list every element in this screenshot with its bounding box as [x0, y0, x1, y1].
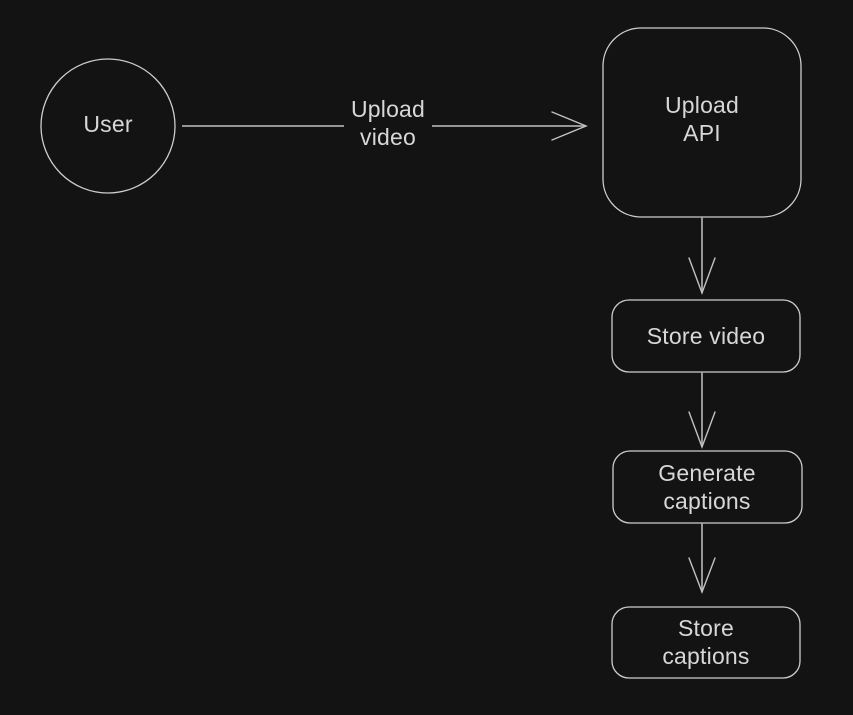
generate-captions-node-label: Generate captions	[658, 460, 756, 514]
store-captions-node-shape	[611, 606, 801, 679]
arrowhead-down-icon-2	[688, 411, 716, 450]
edge-label-upload-video: Upload video	[350, 96, 426, 150]
generate-captions-node-shape	[612, 450, 803, 524]
user-node-shape	[40, 58, 176, 194]
arrowhead-down-icon-3	[688, 557, 716, 594]
user-node-label: User	[83, 111, 133, 137]
store-captions-node-label: Store captions	[662, 615, 750, 669]
upload-api-node-label: Upload API	[664, 92, 740, 146]
arrowhead-down-icon-1	[688, 257, 716, 296]
store-video-node-shape	[611, 299, 801, 373]
arrowhead-right-icon	[551, 111, 588, 141]
store-video-node-label: Store video	[646, 323, 766, 349]
